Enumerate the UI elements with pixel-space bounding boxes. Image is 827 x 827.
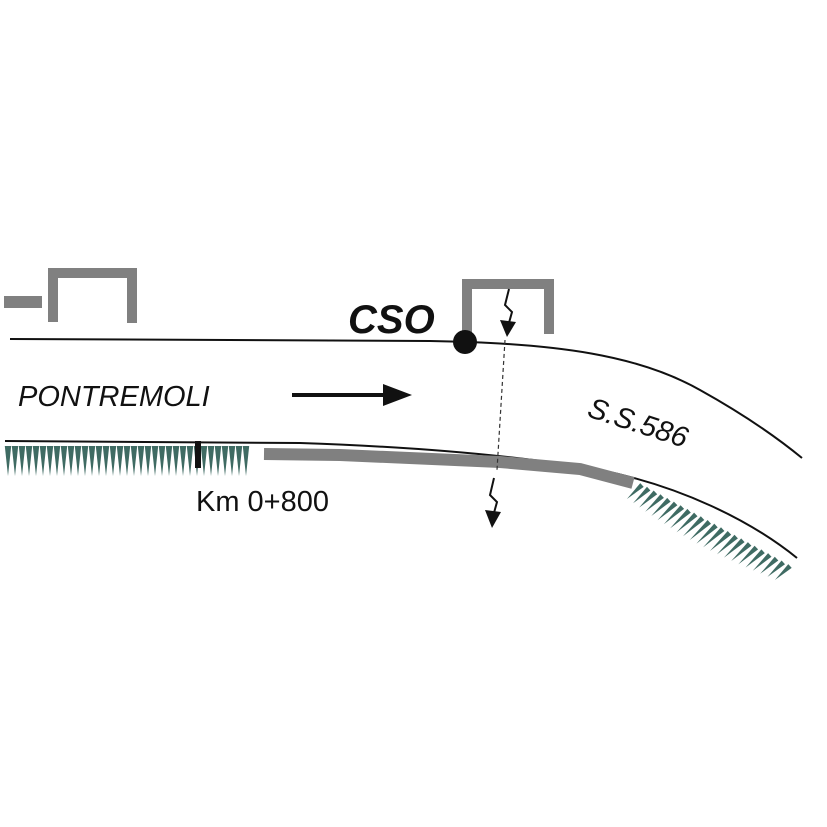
hatch-mark [46, 446, 54, 476]
hatch-mark [165, 446, 173, 476]
hatch-mark [703, 527, 725, 548]
hatch-mark [235, 446, 243, 476]
hatch-mark [670, 508, 691, 529]
hatch-mark [676, 512, 698, 533]
discharge-dashed-line [496, 339, 506, 471]
hatch-mark [25, 446, 33, 476]
hatch-mark [767, 560, 785, 577]
hatch-mark [179, 446, 187, 476]
hatch-mark [633, 486, 651, 504]
retaining-wall [263, 448, 635, 489]
hatch-mark [626, 483, 644, 499]
hatch-mark [60, 446, 68, 476]
hatch-mark [81, 446, 89, 476]
cso-label: CSO [348, 298, 435, 342]
hatch-mark [130, 446, 138, 476]
building-left [48, 268, 137, 323]
hatch-mark [95, 446, 103, 476]
hatch-mark [4, 446, 12, 476]
road-edge-upper [9, 338, 803, 459]
hatch-mark [32, 446, 40, 476]
hatch-mark [88, 446, 96, 476]
hatch-mark [689, 520, 711, 541]
cso-point-icon [453, 330, 477, 354]
town-label: PONTREMOLI [18, 381, 210, 413]
hatch-mark [151, 446, 159, 476]
building-left-small-block [4, 296, 42, 308]
chainage-tick [195, 441, 201, 468]
hatch-mark [214, 446, 222, 476]
hatch-mark [74, 446, 82, 476]
flow-arrow-right-icon [292, 384, 412, 406]
hatch-mark [123, 446, 131, 476]
hatch-mark [752, 553, 772, 571]
hatch-mark [207, 446, 215, 476]
hatch-mark [200, 446, 208, 476]
building-center [462, 279, 554, 334]
hatch-mark [745, 549, 765, 568]
hatch-mark [18, 446, 26, 476]
hatch-mark [731, 542, 752, 562]
embankment-hatch-left [4, 446, 250, 476]
hatch-mark [716, 534, 738, 555]
hatch-mark [144, 446, 152, 476]
hatch-mark [242, 446, 250, 476]
hatch-mark [645, 494, 664, 512]
hatch-mark [696, 523, 718, 544]
hatch-mark [11, 446, 19, 476]
hatch-mark [53, 446, 61, 476]
road-label: S.S.586 [584, 392, 693, 455]
chainage-label: Km 0+800 [196, 486, 329, 518]
hatch-mark [109, 446, 117, 476]
hatch-mark [221, 446, 229, 476]
hatch-mark [67, 446, 75, 476]
discharge-arrow-lower-icon [485, 477, 501, 528]
hatch-mark [760, 556, 779, 574]
hatch-mark [228, 446, 236, 476]
hatch-mark [774, 564, 792, 580]
hatch-mark [39, 446, 47, 476]
hatch-mark [651, 497, 671, 516]
hatch-mark [116, 446, 124, 476]
hatch-mark [137, 446, 145, 476]
discharge-arrow-upper-icon [500, 288, 516, 337]
hatch-mark [709, 531, 732, 551]
hatch-mark [738, 545, 759, 565]
hatch-mark [657, 501, 678, 521]
hatch-mark [683, 516, 705, 537]
embankment-hatch-right [626, 483, 792, 580]
hatch-mark [186, 446, 194, 476]
hatch-mark [158, 446, 166, 476]
hatch-mark [102, 446, 110, 476]
hatch-mark [723, 538, 745, 558]
hatch-mark [663, 505, 685, 525]
hatch-mark [639, 490, 658, 508]
hatch-mark [172, 446, 180, 476]
